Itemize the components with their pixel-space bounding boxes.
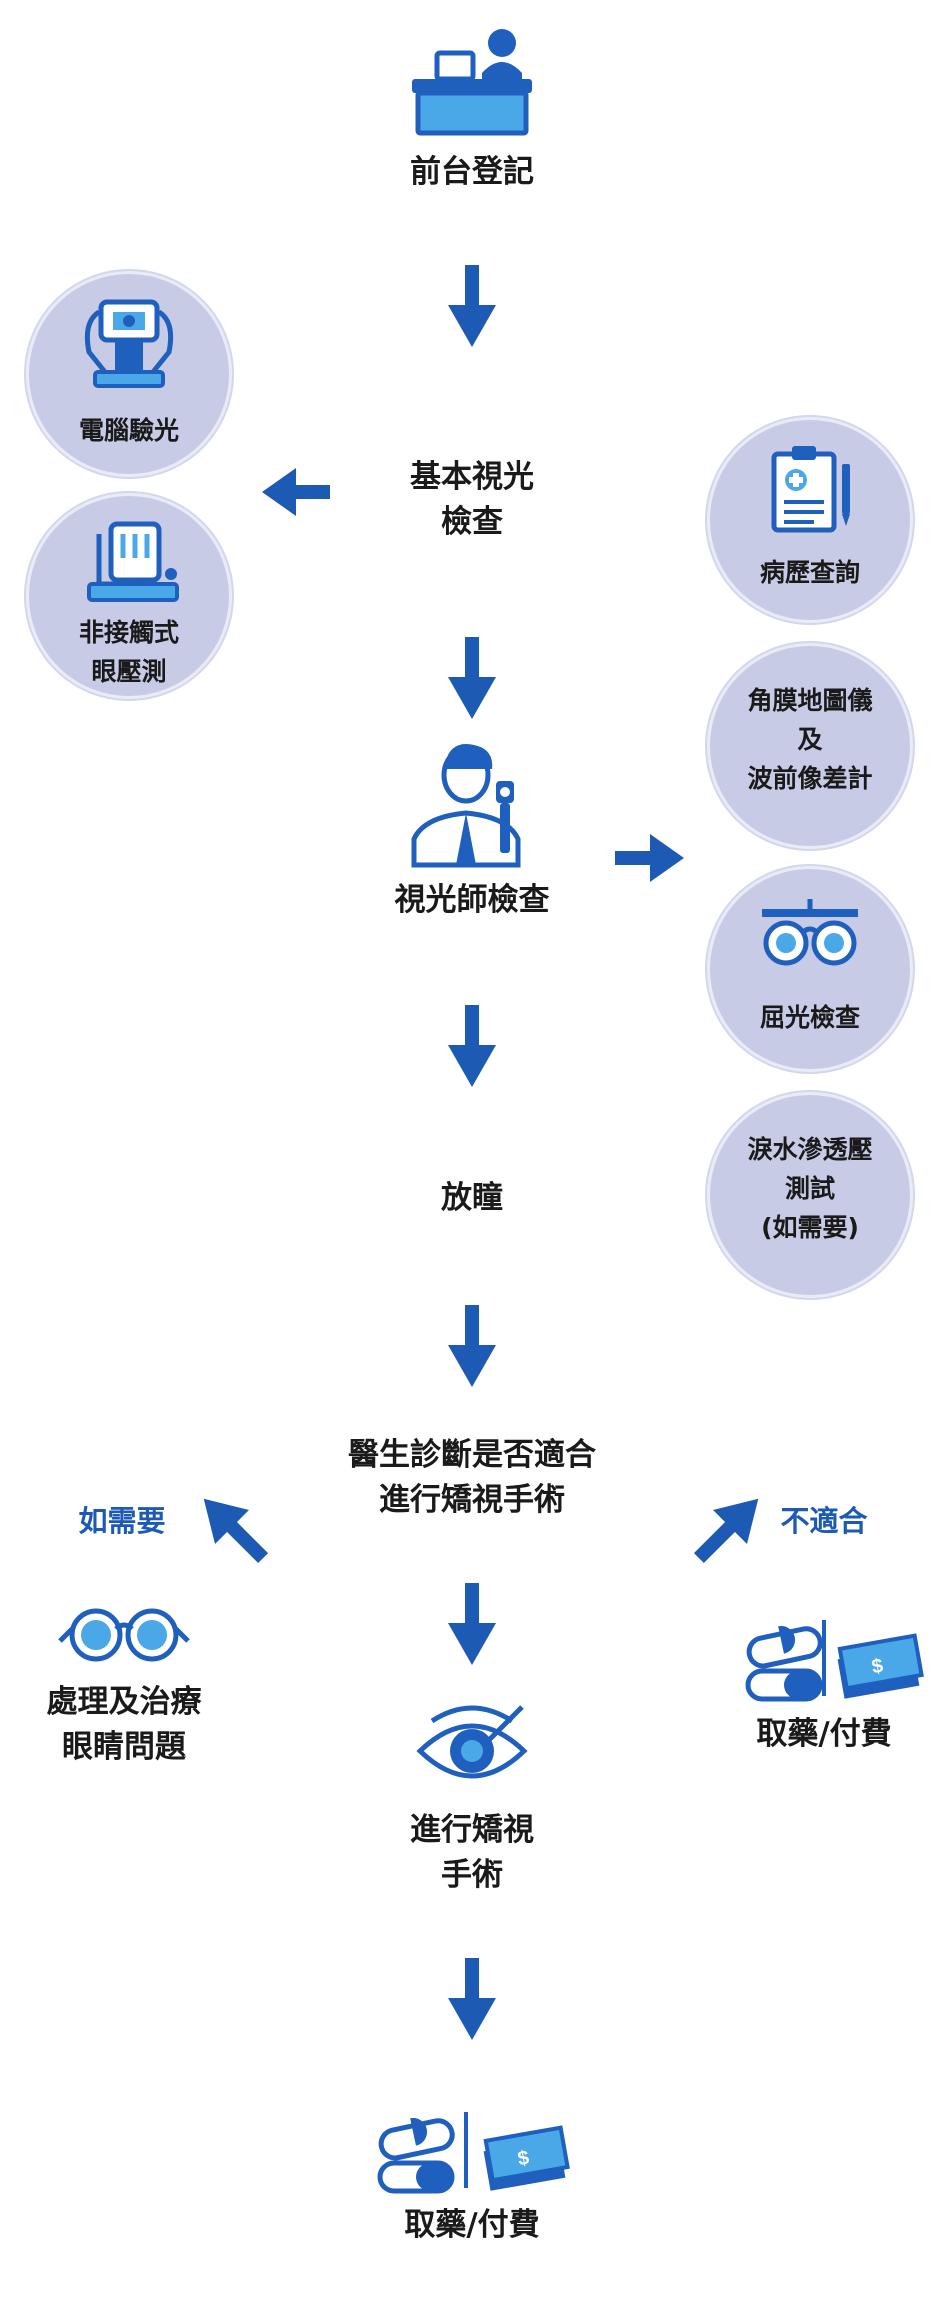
topography-label: 角膜地圖儀及波前像差計	[747, 686, 873, 793]
arrow-down-3	[448, 1005, 496, 1087]
payment-icon-final	[481, 2125, 570, 2193]
optometrist-icon	[411, 744, 521, 868]
not-suitable-label: 不適合	[780, 1504, 868, 1538]
basic-check-label: 基本視光檢查	[410, 459, 534, 540]
tonometry-circle: 非接觸式眼壓測	[26, 493, 232, 699]
medicine-icon	[747, 1623, 823, 1699]
trial-frame-icon	[762, 899, 858, 966]
arrow-down-6	[448, 1958, 496, 2040]
arrow-diag-right	[693, 1498, 759, 1564]
autorefractor-icon	[84, 299, 174, 388]
tonometer-icon	[87, 521, 179, 602]
divider-line	[822, 1620, 826, 1696]
autorefraction-label: 電腦驗光	[78, 416, 180, 445]
eye-surgery-icon	[416, 1705, 528, 1779]
medical-record-icon	[771, 446, 850, 533]
arrow-down-4	[448, 1305, 496, 1387]
medicine-icon-final	[379, 2115, 455, 2191]
arrow-left	[262, 468, 330, 516]
autorefraction-circle: 電腦驗光	[26, 271, 232, 477]
not-suitable-outcome-label: 取藥/付費	[756, 1716, 892, 1752]
topography-circle: 角膜地圖儀及波前像差計	[707, 643, 913, 849]
refraction-label: 屈光檢查	[759, 1003, 861, 1032]
divider-line-final	[464, 2112, 468, 2188]
tear-osmolarity-label: 淚水滲透壓測試(如需要)	[747, 1135, 873, 1242]
tear-osmolarity-circle: 淚水滲透壓測試(如需要)	[707, 1092, 913, 1298]
tonometry-label: 非接觸式眼壓測	[78, 618, 180, 686]
diagnosis-label: 醫生診斷是否適合進行矯視手術	[348, 1437, 596, 1518]
final-label: 取藥/付費	[404, 2207, 540, 2243]
glasses-icon	[58, 1608, 190, 1662]
optometrist-label: 視光師檢查	[394, 882, 550, 918]
arrow-right	[615, 834, 684, 882]
history-label: 病歷查詢	[759, 558, 861, 587]
arrow-down-5	[448, 1583, 496, 1665]
arrow-diag-left	[203, 1498, 269, 1564]
refraction-circle: 屈光檢查	[707, 866, 913, 1072]
arrow-down-1	[448, 265, 496, 347]
arrow-down-2	[448, 637, 496, 719]
payment-icon	[835, 1633, 924, 1701]
reception-label: 前台登記	[410, 154, 534, 190]
reception-desk-icon	[412, 29, 532, 136]
surgery-label: 進行矯視手術	[410, 1812, 534, 1893]
history-circle: 病歷查詢	[707, 417, 913, 623]
treat-eye-label: 處理及治療眼睛問題	[46, 1684, 202, 1765]
if-needed-label: 如需要	[78, 1504, 166, 1538]
dilation-label: 放瞳	[441, 1180, 503, 1216]
